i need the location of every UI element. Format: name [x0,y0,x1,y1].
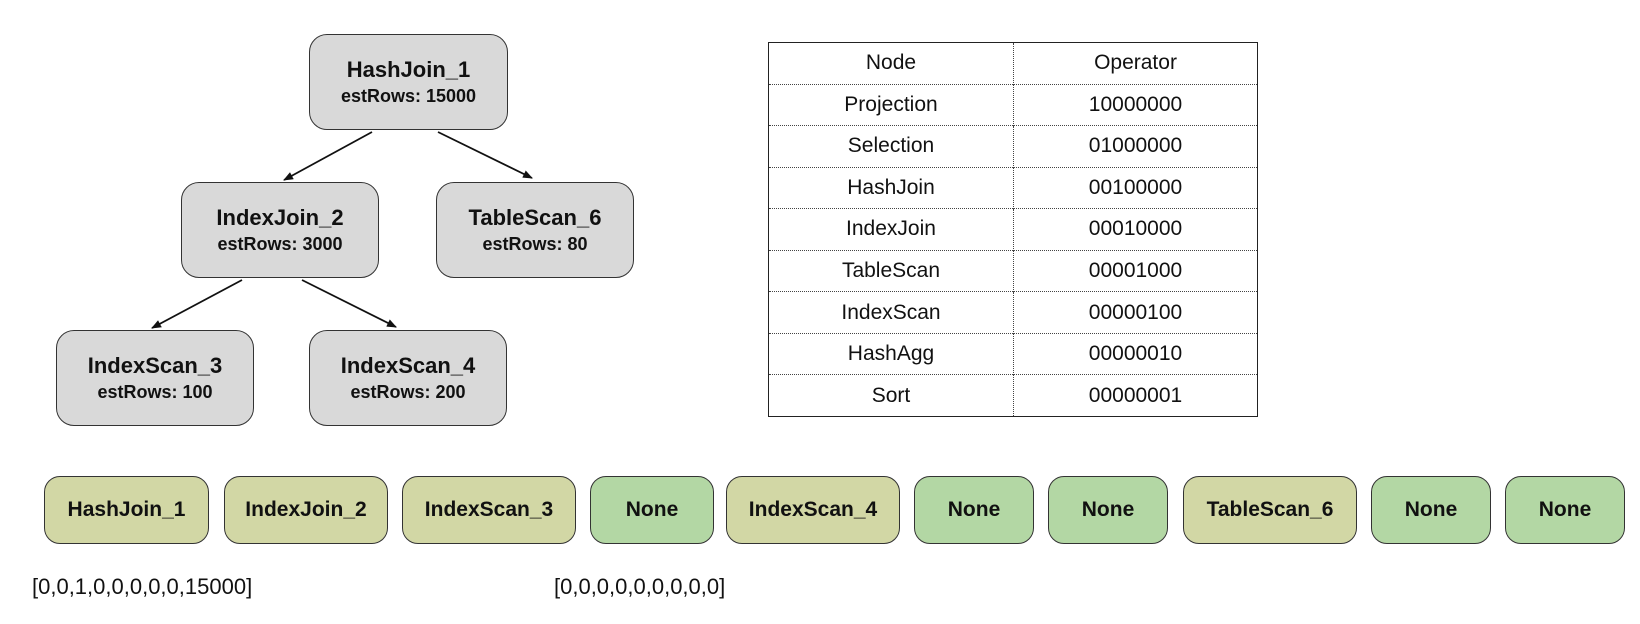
tree-node-indexscan-4: IndexScan_4 estRows: 200 [309,330,507,426]
cell-node: HashAgg [768,332,1014,375]
cell-operator-code: 00000001 [1013,374,1258,417]
tree-node-indexscan-3: IndexScan_3 estRows: 100 [56,330,254,426]
cell-node: HashJoin [768,166,1014,209]
sequence-slot-3: IndexScan_3 [402,476,576,544]
sequence-slot-7: None [1048,476,1168,544]
cell-node: IndexScan [768,291,1014,334]
table-row: HashJoin 00100000 [768,166,1258,209]
cell-node: Projection [768,83,1014,126]
edge-hashjoin-tablescan [437,131,533,179]
node-name: IndexScan_4 [340,353,476,378]
node-est-rows: estRows: 200 [350,382,466,402]
sequence-slot-4: None [590,476,714,544]
cell-operator-code: 00000010 [1013,332,1258,375]
cell-node: Selection [768,125,1014,168]
node-est-rows: estRows: 15000 [340,86,477,106]
sequence-slot-2: IndexJoin_2 [224,476,388,544]
table-row: TableScan 00001000 [768,249,1258,292]
sequence-slot-8: TableScan_6 [1183,476,1357,544]
table-header-row: Node Operator [768,42,1258,85]
cell-operator-code: 00100000 [1013,166,1258,209]
tree-node-tablescan-6: TableScan_6 estRows: 80 [436,182,634,278]
cell-operator-code: 00001000 [1013,249,1258,292]
table-row: Projection 10000000 [768,83,1258,126]
sequence-slot-1: HashJoin_1 [44,476,209,544]
feature-vector-none: [0,0,0,0,0,0,0,0,0] [554,574,726,599]
sequence-slot-10: None [1505,476,1625,544]
tree-node-hashjoin-1: HashJoin_1 estRows: 15000 [309,34,508,130]
header-node: Node [768,42,1014,85]
header-operator: Operator [1094,51,1177,75]
edge-indexjoin-indexscan3 [151,279,243,329]
sequence-slot-9: None [1371,476,1491,544]
cell-operator-code: 00010000 [1013,208,1258,251]
operator-encoding-table: Node Operator Projection 10000000 Select… [768,42,1258,417]
table-row: IndexJoin 00010000 [768,208,1258,251]
table-row: Selection 01000000 [768,125,1258,168]
tree-node-indexjoin-2: IndexJoin_2 estRows: 3000 [181,182,379,278]
edge-indexjoin-indexscan4 [301,279,397,328]
edge-hashjoin-indexjoin [283,131,373,181]
cell-node: IndexJoin [768,208,1014,251]
node-est-rows: estRows: 80 [482,234,588,254]
cell-node: TableScan [768,249,1014,292]
cell-node: Sort [768,374,1014,417]
table-row: IndexScan 00000100 [768,291,1258,334]
node-name: HashJoin_1 [346,57,471,82]
table-row: Sort 00000001 [768,374,1258,417]
node-name: IndexJoin_2 [216,205,344,230]
node-est-rows: estRows: 3000 [217,234,343,254]
feature-vector-hashjoin: [0,0,1,0,0,0,0,0,15000] [32,574,253,599]
cell-operator-code: 10000000 [1013,83,1258,126]
node-est-rows: estRows: 100 [97,382,213,402]
node-name: TableScan_6 [468,205,602,230]
table-row: HashAgg 00000010 [768,332,1258,375]
cell-operator-code: 00000100 [1013,291,1258,334]
cell-operator-code: 01000000 [1013,125,1258,168]
sequence-slot-5: IndexScan_4 [726,476,900,544]
sequence-slot-6: None [914,476,1034,544]
node-name: IndexScan_3 [87,353,223,378]
